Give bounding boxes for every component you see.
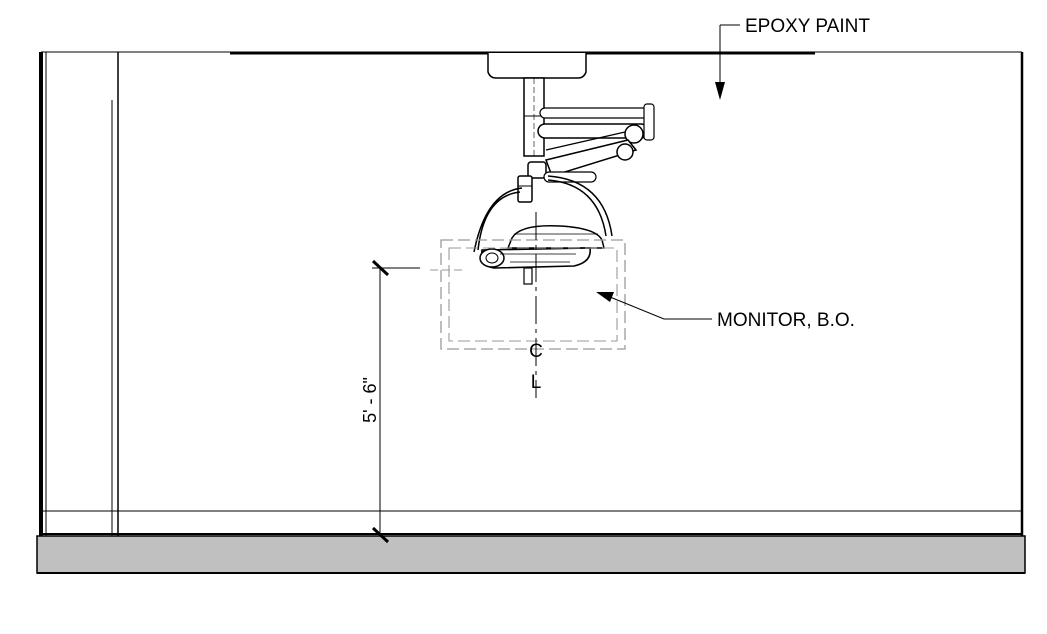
dimension-tick-bottom <box>371 526 390 544</box>
monitor-label: MONITOR, B.O. <box>717 310 855 331</box>
centerline-c: C <box>529 341 543 362</box>
monitor-leader <box>609 296 712 320</box>
epoxy-arrowhead <box>715 82 725 100</box>
ceiling-mount <box>487 53 587 79</box>
monitor-arrowhead <box>596 292 614 302</box>
lower-joint <box>527 161 547 179</box>
floor-slab <box>36 535 1026 574</box>
arm-joint <box>624 124 644 144</box>
epoxy-paint-label: EPOXY PAINT <box>745 16 870 37</box>
monitor-blockout <box>440 239 626 350</box>
boom-arm-lower <box>545 139 638 177</box>
dimension-tick-top <box>371 259 390 277</box>
centerline-l: L <box>531 372 542 393</box>
dimension-height-text: 5' - 6" <box>360 377 380 423</box>
light-head-upper <box>506 225 605 249</box>
